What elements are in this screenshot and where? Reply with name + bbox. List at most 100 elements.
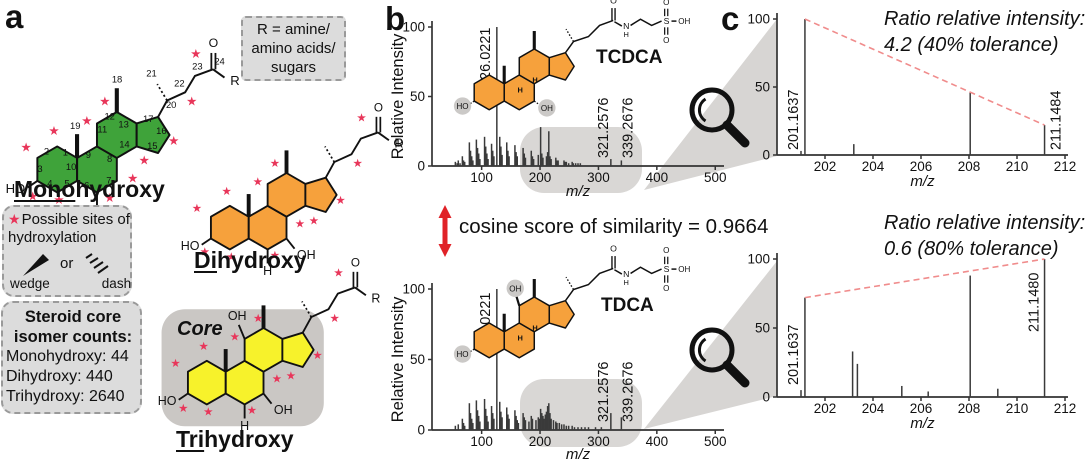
ratio-bottom-line1: Ratio relative intensity: — [884, 212, 1086, 234]
svg-text:0: 0 — [762, 390, 770, 405]
label-monohydroxy: Monohydroxy — [14, 176, 165, 203]
hydroxylation-star-icon: ★ — [312, 349, 322, 362]
svg-text:500: 500 — [704, 434, 727, 449]
panel-label-b: b — [385, 0, 406, 37]
svg-text:OH: OH — [678, 17, 690, 26]
peak-label: 339.2676 — [620, 362, 636, 422]
similarity-arrow-icon — [438, 205, 452, 257]
carbon-number: 16 — [156, 125, 166, 136]
svg-text:HO: HO — [158, 394, 177, 408]
label-tri-prefix: Tri — [176, 426, 205, 452]
svg-text:50: 50 — [410, 352, 425, 367]
svg-text:500: 500 — [704, 170, 727, 185]
svg-text:OH: OH — [678, 265, 690, 274]
hydroxylation-star-icon: ★ — [247, 404, 257, 417]
carbon-number: 22 — [174, 78, 184, 89]
peak-label: 201.1637 — [786, 325, 802, 385]
label-trihydroxy: Trihydroxy — [176, 426, 294, 453]
hydroxylation-star-icon: ★ — [286, 369, 296, 382]
hydroxylation-star-icon: ★ — [356, 112, 366, 125]
sites-line2: hydroxylation — [8, 229, 97, 246]
carbon-number: 15 — [147, 140, 157, 151]
label-di-prefix: Di — [194, 247, 217, 273]
carbon-number: 6 — [84, 179, 89, 190]
hydroxylation-sites-legend: ★Possible sites of hydroxylation or wedg… — [2, 205, 132, 297]
svg-text:202: 202 — [814, 401, 837, 416]
carbon-number: 4 — [47, 178, 52, 189]
svg-text:210: 210 — [1006, 159, 1029, 174]
y-axis-label: Relative Intensity — [389, 33, 407, 159]
r-group-legend: R = amine/ amino acids/ sugars — [241, 16, 346, 81]
svg-text:HO: HO — [457, 350, 469, 359]
isomer-counts-legend: Steroid core isomer counts: Monohydroxy:… — [1, 301, 142, 414]
svg-text:O: O — [209, 36, 219, 50]
panel-label-c: c — [721, 0, 740, 37]
svg-text:H: H — [518, 85, 523, 94]
wedge-bond-icon — [23, 254, 49, 276]
hydroxylation-star-icon: ★ — [192, 202, 202, 215]
peak-label: 211.1484 — [1049, 91, 1065, 150]
svg-text:HO: HO — [181, 239, 200, 253]
svg-text:204: 204 — [862, 159, 885, 174]
peak-label: 211.1480 — [1027, 273, 1043, 332]
label-mono-rest: hydroxy — [75, 176, 165, 202]
hydroxylation-star-icon: ★ — [253, 312, 263, 325]
hydroxylation-star-icon: ★ — [253, 175, 263, 188]
sites-line1: Possible sites of — [21, 211, 130, 228]
svg-text:OH: OH — [228, 309, 247, 323]
carbon-number: 14 — [119, 138, 129, 149]
svg-text:N: N — [623, 269, 629, 279]
svg-text:O: O — [663, 0, 669, 7]
carbon-number: 24 — [214, 55, 224, 66]
hydroxylation-star-icon: ★ — [270, 249, 280, 262]
svg-text:100: 100 — [402, 282, 425, 297]
x-axis-label: m/z — [566, 183, 591, 200]
svg-text:202: 202 — [814, 159, 837, 174]
label-mono-prefix: Mono — [14, 176, 76, 202]
magnifier-icon — [689, 87, 750, 148]
peak-label: 126.0221 — [478, 28, 494, 88]
hydroxylation-star-icon: ★ — [198, 340, 208, 353]
svg-text:H: H — [532, 323, 537, 332]
svg-text:O: O — [610, 0, 617, 6]
svg-text:400: 400 — [646, 170, 669, 185]
carbon-number: 11 — [97, 124, 107, 135]
hydroxylation-star-icon: ★ — [104, 191, 115, 205]
ratio-annotation-top: Ratio relative intensity: 4.2 (40% toler… — [884, 6, 1085, 58]
svg-text:HO: HO — [6, 181, 26, 196]
svg-text:50: 50 — [755, 80, 770, 95]
svg-text:0: 0 — [417, 423, 425, 438]
ratio-top-line1: Ratio relative intensity: — [884, 8, 1086, 30]
wedge-label: wedge — [10, 276, 50, 291]
hydroxylation-star-icon: ★ — [335, 194, 345, 207]
magnifier-icon — [689, 327, 750, 388]
svg-text:0: 0 — [762, 148, 770, 163]
x-axis-label: m/z — [910, 415, 935, 432]
svg-text:206: 206 — [910, 159, 933, 174]
carbon-number: 19 — [70, 120, 80, 131]
peak-label: 339.2676 — [620, 98, 636, 158]
carbon-number: 7 — [106, 174, 111, 185]
svg-text:O: O — [663, 36, 669, 45]
hydroxylation-star-icon: ★ — [127, 172, 138, 186]
svg-text:H: H — [263, 264, 272, 278]
carbon-number: 10 — [66, 161, 76, 172]
compound-name-tcdca: TCDCA — [596, 47, 663, 68]
hydroxylation-star-icon: ★ — [178, 402, 188, 415]
peak-label: 321.2576 — [596, 362, 612, 422]
panel-label-a: a — [5, 0, 24, 35]
svg-text:H: H — [532, 75, 537, 84]
svg-text:210: 210 — [1006, 401, 1029, 416]
ratio-top-line2: 4.2 (40% tolerance) — [884, 34, 1059, 56]
svg-text:S: S — [664, 264, 670, 274]
svg-text:100: 100 — [747, 12, 770, 27]
svg-text:50: 50 — [755, 321, 770, 336]
carbon-number: 8 — [107, 153, 112, 164]
carbon-number: 13 — [118, 119, 128, 130]
cosine-score-text: cosine score of similarity = 0.9664 — [459, 215, 769, 238]
svg-text:200: 200 — [529, 170, 552, 185]
